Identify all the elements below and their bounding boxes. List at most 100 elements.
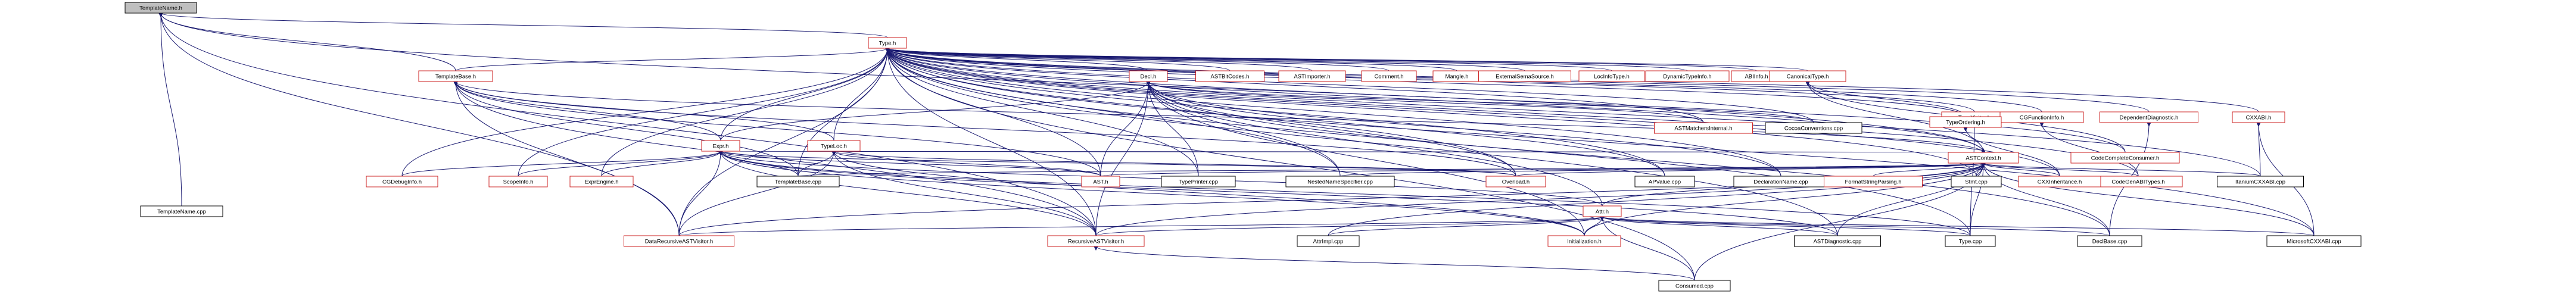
node-overload-h[interactable]: Overload.h [1485, 176, 1546, 188]
node-itaniumcxxabi-cpp[interactable]: ItaniumCXXABI.cpp [2217, 176, 2304, 188]
node-astcontext-h[interactable]: ASTContext.h [1948, 152, 2019, 164]
node-scopeinfo-h[interactable]: ScopeInfo.h [488, 176, 548, 188]
edge-templatename-h-to-datarecursiveastvisitor-h [158, 12, 680, 236]
node-label: ASTBitCodes.h [1211, 74, 1250, 80]
edge-type-h-to-codecompleteconsumer-h [885, 48, 2126, 153]
node-dependentdiagnostic-h[interactable]: DependentDiagnostic.h [2100, 111, 2198, 123]
node-externalsemasource-h[interactable]: ExternalSemaSource.h [1478, 70, 1571, 82]
node-box [366, 176, 438, 188]
node-cgdebuginfo-h[interactable]: CGDebugInfo.h [366, 176, 438, 188]
edge-type-h-to-apvalue-cpp [885, 48, 1665, 177]
node-mangle-h[interactable]: Mangle.h [1432, 70, 1481, 82]
node-exprengine-h[interactable]: ExprEngine.h [569, 176, 634, 188]
node-codecompleteconsumer-h[interactable]: CodeCompleteConsumer.h [2070, 152, 2180, 164]
edge-decl-h-to-cocoaconventions-cpp [1146, 81, 1814, 123]
edge-typeordering-h-to-cxxinheritance-h [1963, 127, 2060, 177]
node-declarationname-cpp[interactable]: DeclarationName.cpp [1733, 176, 1829, 188]
edge-astcontext-h-to-declbase-cpp [1981, 162, 2110, 236]
node-apvalue-cpp[interactable]: APValue.cpp [1634, 176, 1695, 188]
node-astbitcodes-h[interactable]: ASTBitCodes.h [1195, 70, 1264, 82]
edge-templatebase-h-to-datarecursiveastvisitor-h [453, 81, 680, 236]
node-label: DependentDiagnostic.h [2120, 115, 2179, 121]
node-layer: TemplateName.hType.hTemplateBase.hTempla… [124, 2, 2362, 292]
node-expr-h[interactable]: Expr.h [701, 140, 740, 152]
edge-type-h-to-recursiveastvisitor-h [885, 48, 1097, 236]
edge-decl-h-to-attr-h [1146, 81, 1603, 207]
node-astdiagnostic-cpp[interactable]: ASTDiagnostic.cpp [1794, 235, 1881, 247]
edge-type-h-to-typevisitor-h [885, 48, 1975, 112]
edge-decl-h-to-declbase-cpp [1146, 81, 2110, 236]
edge-expr-h-to-scopeinfo-h [518, 151, 723, 177]
node-dynamictypeinfo-h[interactable]: DynamicTypeInfo.h [1645, 70, 1730, 82]
node-type-cpp[interactable]: Type.cpp [1945, 235, 1996, 247]
node-label: TemplateBase.cpp [775, 179, 821, 186]
node-microsoftcxxabi-cpp[interactable]: MicrosoftCXXABI.cpp [2266, 235, 2362, 247]
node-recursiveastvisitor-h[interactable]: RecursiveASTVisitor.h [1047, 235, 1145, 247]
node-decl-h[interactable]: Decl.h [1129, 70, 1168, 82]
node-label: ExternalSemaSource.h [1496, 74, 1554, 80]
edge-decl-h-to-apvalue-cpp [1146, 81, 1665, 177]
node-initialization-h[interactable]: Initialization.h [1547, 235, 1621, 247]
node-label: ExprEngine.h [584, 179, 618, 186]
edge-decl-h-to-nestednamespecifier-cpp [1146, 81, 1341, 177]
node-typeordering-h[interactable]: TypeOrdering.h [1929, 116, 2002, 128]
node-label: ABIInfo.h [1745, 74, 1768, 80]
node-label: CXXInheritance.h [2038, 179, 2082, 186]
node-comment-h[interactable]: Comment.h [1361, 70, 1417, 82]
node-nestednamespecifier-cpp[interactable]: NestedNameSpecifier.cpp [1285, 176, 1395, 188]
node-canonicaltype-h[interactable]: CanonicalType.h [1769, 70, 1846, 82]
edge-attr-h-to-recursiveastvisitor-h [1095, 216, 1605, 236]
node-box [701, 140, 740, 152]
node-templatename-h: TemplateName.h [124, 2, 197, 14]
node-label: TemplateName.cpp [157, 209, 206, 215]
node-label: CocoaConventions.cpp [1784, 126, 1843, 132]
node-typeloc-h[interactable]: TypeLoc.h [807, 140, 861, 152]
edge-typeloc-h-to-ast-h [831, 151, 1101, 177]
edge-attr-h-to-consumed-cpp [1600, 216, 1695, 281]
node-stmt-cpp[interactable]: Stmt.cpp [1951, 176, 2002, 188]
edge-attr-h-to-microsoftcxxabi-cpp [1600, 216, 2315, 236]
edge-astcontext-h-to-formatstringparsing-h [1873, 162, 1986, 177]
node-label: ASTContext.h [1966, 155, 2001, 162]
node-ast-h[interactable]: AST.h [1081, 176, 1120, 188]
node-locinfotype-h[interactable]: LocInfoType.h [1578, 70, 1645, 82]
node-label: Mangle.h [1445, 74, 1468, 80]
node-datarecursiveastvisitor-h[interactable]: DataRecursiveASTVisitor.h [624, 235, 734, 247]
node-box [1765, 122, 1862, 134]
edge-astcontext-h-to-type-cpp [1970, 162, 1986, 236]
edge-decl-h-to-recursiveastvisitor-h [1095, 81, 1151, 236]
node-typeprinter-cpp[interactable]: TypePrinter.cpp [1161, 176, 1236, 188]
node-box [488, 176, 548, 188]
edge-attr-h-to-astdiagnostic-cpp [1600, 216, 1838, 236]
node-consumed-cpp[interactable]: Consumed.cpp [1658, 280, 1731, 292]
node-cocoaconventions-cpp[interactable]: CocoaConventions.cpp [1765, 122, 1862, 134]
node-astimporter-h[interactable]: ASTImporter.h [1278, 70, 1346, 82]
node-label: TypeOrdering.h [1946, 120, 1985, 126]
node-cxxinheritance-h[interactable]: CXXInheritance.h [2018, 176, 2101, 188]
edge-astcontext-h-to-nestednamespecifier-cpp [1340, 162, 1986, 177]
node-cxxabi-h[interactable]: CXXABI.h [2232, 111, 2285, 123]
node-cgfunctioninfo-h[interactable]: CGFunctionInfo.h [1999, 111, 2084, 123]
node-formatstringparsing-h[interactable]: FormatStringParsing.h [1824, 176, 1923, 188]
node-templatebase-h[interactable]: TemplateBase.h [418, 70, 493, 82]
node-label: Expr.h [713, 143, 729, 150]
node-box [756, 176, 840, 188]
node-codegenabitypes-h[interactable]: CodeGenABITypes.h [2094, 176, 2183, 188]
edge-expr-h-to-type-cpp [718, 151, 1971, 236]
edge-type-h-to-declarationname-cpp [885, 48, 1781, 177]
node-astmatchersinternal-h[interactable]: ASTMatchersInternal.h [1654, 122, 1753, 134]
node-box [1945, 235, 1996, 247]
node-label: CXXABI.h [2246, 115, 2272, 121]
node-label: Consumed.cpp [1675, 283, 1714, 290]
edge-type-h-to-decl-h [885, 48, 1149, 71]
node-attrimpl-cpp[interactable]: AttrImpl.cpp [1297, 235, 1360, 247]
node-templatename-cpp[interactable]: TemplateName.cpp [140, 205, 223, 217]
node-attr-h[interactable]: Attr.h [1583, 205, 1622, 217]
edge-templatebase-h-to-expr-h [453, 81, 721, 141]
node-box [1547, 235, 1621, 247]
node-templatebase-cpp[interactable]: TemplateBase.cpp [756, 176, 840, 188]
node-declbase-cpp[interactable]: DeclBase.cpp [2077, 235, 2142, 247]
node-type-h[interactable]: Type.h [868, 37, 907, 49]
edge-type-h-to-expr-h [720, 48, 890, 141]
edge-type-h-to-templatebase-h [455, 48, 890, 71]
